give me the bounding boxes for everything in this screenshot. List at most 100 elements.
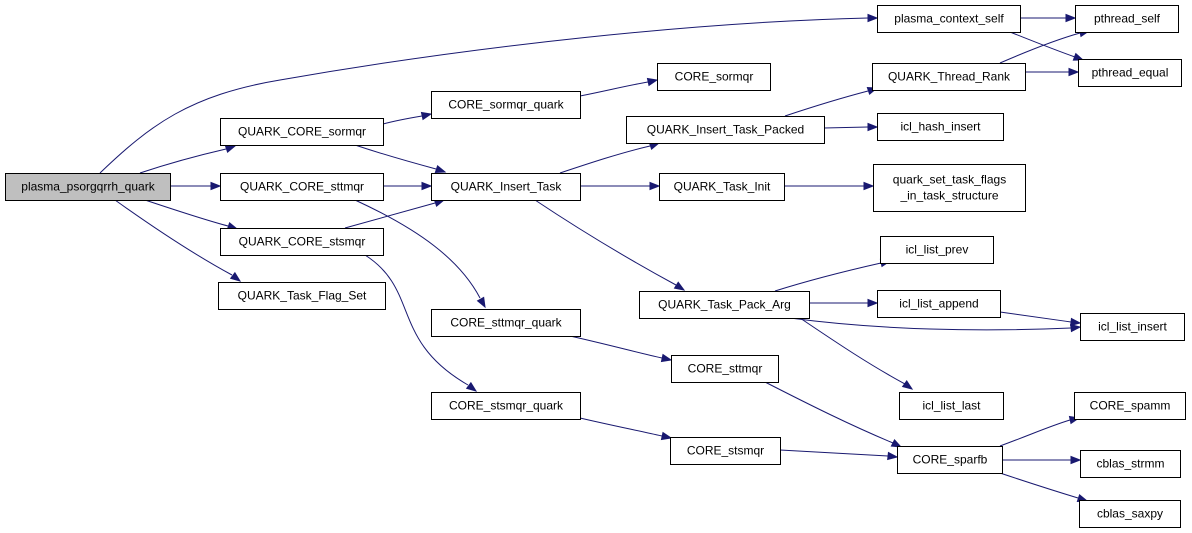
edge-root-to-QUARK_CORE_stsmqr [144,199,239,231]
node-label: QUARK_Thread_Rank [888,70,1011,84]
node-quark-task-pack-arg[interactable]: QUARK_Task_Pack_Arg [639,291,810,319]
node-icl-list-prev[interactable]: icl_list_prev [880,236,994,264]
arrowhead-icon [646,77,659,87]
edge-root-to-QUARK_CORE_sormqr [139,144,237,174]
node-cblas-saxpy[interactable]: cblas_saxpy [1079,500,1181,528]
edge-plasma_context_self-to-pthread_equal [1009,31,1085,61]
node-box [220,118,384,146]
edge-CORE_sttmqr_quark-to-CORE_sttmqr [569,335,673,363]
node-pthread-self[interactable]: pthread_self [1075,5,1179,33]
node-quark-thread-rank[interactable]: QUARK_Thread_Rank [872,63,1026,91]
node-label: QUARK_Task_Init [674,180,771,194]
arrowhead-icon [224,144,237,154]
node-box [431,91,581,119]
call-graph-nodes: plasma_psorgqrrh_quark plasma_context_sel… [5,5,1186,528]
edge-line [774,262,882,292]
node-box [880,236,994,264]
node-label: CORE_sparfb [913,453,988,467]
node-core-sttmqr[interactable]: CORE_sttmqr [671,355,779,383]
edge-QUARK_Thread_Rank-to-pthread_equal [1025,67,1080,77]
edge-QUARK_CORE_stsmqr-to-CORE_stsmqr_quark [364,254,478,392]
node-quark-core-sttmqr[interactable]: QUARK_CORE_sttmqr [220,173,384,201]
arrowhead-icon [887,451,899,461]
node-pthread-equal[interactable]: pthread_equal [1078,59,1182,87]
node-quark-insert-task-packed[interactable]: QUARK_Insert_Task_Packed [626,116,825,144]
node-core-stsmqr[interactable]: CORE_stsmqr [670,437,781,465]
arrowhead-icon [863,181,875,191]
arrowhead-icon [229,271,242,282]
node-label: CORE_sormqr_quark [448,98,564,112]
node-label: QUARK_Insert_Task_Packed [647,123,804,137]
edge-line [144,199,229,227]
edge-QUARK_Insert_Task_Packed-to-QUARK_Thread_Rank [784,86,879,117]
node-core-sormqr[interactable]: CORE_sormqr [657,63,771,91]
node-box [873,164,1026,212]
node-box [431,392,581,420]
node-box [220,173,384,201]
node-quark-set-task-flags[interactable]: quark_set_task_flags_in_task_structure [873,164,1026,212]
node-box [431,173,581,201]
edge-QUARK_CORE_sttmqr-to-CORE_sttmqr_quark [354,199,486,309]
node-quark-task-flag-set[interactable]: QUARK_Task_Flag_Set [218,282,386,310]
node-icl-list-last[interactable]: icl_list_last [899,392,1004,420]
node-label: plasma_context_self [894,12,1004,26]
node-label: CORE_sttmqr_quark [450,316,562,330]
node-box [877,113,1004,141]
node-label: CORE_spamm [1090,399,1171,413]
edge-line [534,199,677,286]
node-root[interactable]: plasma_psorgqrrh_quark [5,173,171,201]
edge-line [139,148,227,174]
arrowhead-icon [420,111,433,121]
node-quark-task-init[interactable]: QUARK_Task_Init [659,173,785,201]
node-label: _in_task_structure [899,189,998,203]
edge-QUARK_Insert_Task-to-QUARK_Task_Init [580,181,661,191]
arrowhead-icon [660,353,673,363]
node-label: icl_list_prev [906,243,969,257]
node-quark-core-sormqr[interactable]: QUARK_CORE_sormqr [220,118,384,146]
node-core-spamm[interactable]: CORE_spamm [1074,392,1186,420]
node-label: cblas_saxpy [1097,507,1163,521]
edge-CORE_stsmqr_quark-to-CORE_stsmqr [579,417,673,441]
node-label: QUARK_Task_Flag_Set [238,289,367,303]
node-core-sparfb[interactable]: CORE_sparfb [897,446,1003,474]
node-quark-core-stsmqr[interactable]: QUARK_CORE_stsmqr [220,228,384,256]
node-icl-hash-insert[interactable]: icl_hash_insert [877,113,1004,141]
node-core-sttmqr-quark[interactable]: CORE_sttmqr_quark [431,309,581,337]
edge-line [569,335,663,359]
node-label: QUARK_Task_Pack_Arg [658,298,791,312]
node-plasma-context-self[interactable]: plasma_context_self [877,5,1021,33]
arrowhead-icon [867,298,879,308]
call-graph-edges [99,13,1091,503]
edge-line [382,115,423,125]
edge-line [114,199,233,276]
edge-line [559,145,651,174]
edge-QUARK_Task_Pack_Arg-to-icl_list_append [809,298,879,308]
node-core-sormqr-quark[interactable]: CORE_sormqr_quark [431,91,581,119]
edge-QUARK_CORE_sttmqr-to-QUARK_Insert_Task [383,181,433,191]
edge-CORE_sparfb-to-CORE_spamm [999,415,1081,447]
node-label: CORE_sttmqr [688,362,763,376]
node-icl-list-append[interactable]: icl_list_append [877,290,1001,318]
node-box [897,446,1003,474]
node-label: plasma_psorgqrrh_quark [21,180,155,194]
node-box [1080,450,1181,478]
edge-line [999,311,1072,323]
node-box [1078,59,1182,87]
node-box [5,173,171,201]
node-icl-list-insert[interactable]: icl_list_insert [1080,313,1185,341]
edge-QUARK_CORE_sormqr-to-CORE_sormqr_quark [382,111,433,125]
edge-QUARK_Task_Init-to-quark_set_task_flags [784,181,875,191]
arrowhead-icon [1065,13,1077,23]
node-cblas-strmm[interactable]: cblas_strmm [1080,450,1181,478]
arrowhead-icon [465,381,478,392]
node-core-stsmqr-quark[interactable]: CORE_stsmqr_quark [431,392,581,420]
edge-line [999,419,1071,447]
edge-icl_list_append-to-icl_list_insert [999,311,1082,327]
node-label: cblas_strmm [1096,457,1164,471]
edge-line [799,317,906,385]
node-quark-insert-task[interactable]: QUARK_Insert_Task [431,173,581,201]
arrowhead-icon [901,380,914,390]
node-label: CORE_stsmqr [687,444,764,458]
edge-line [999,472,1079,499]
